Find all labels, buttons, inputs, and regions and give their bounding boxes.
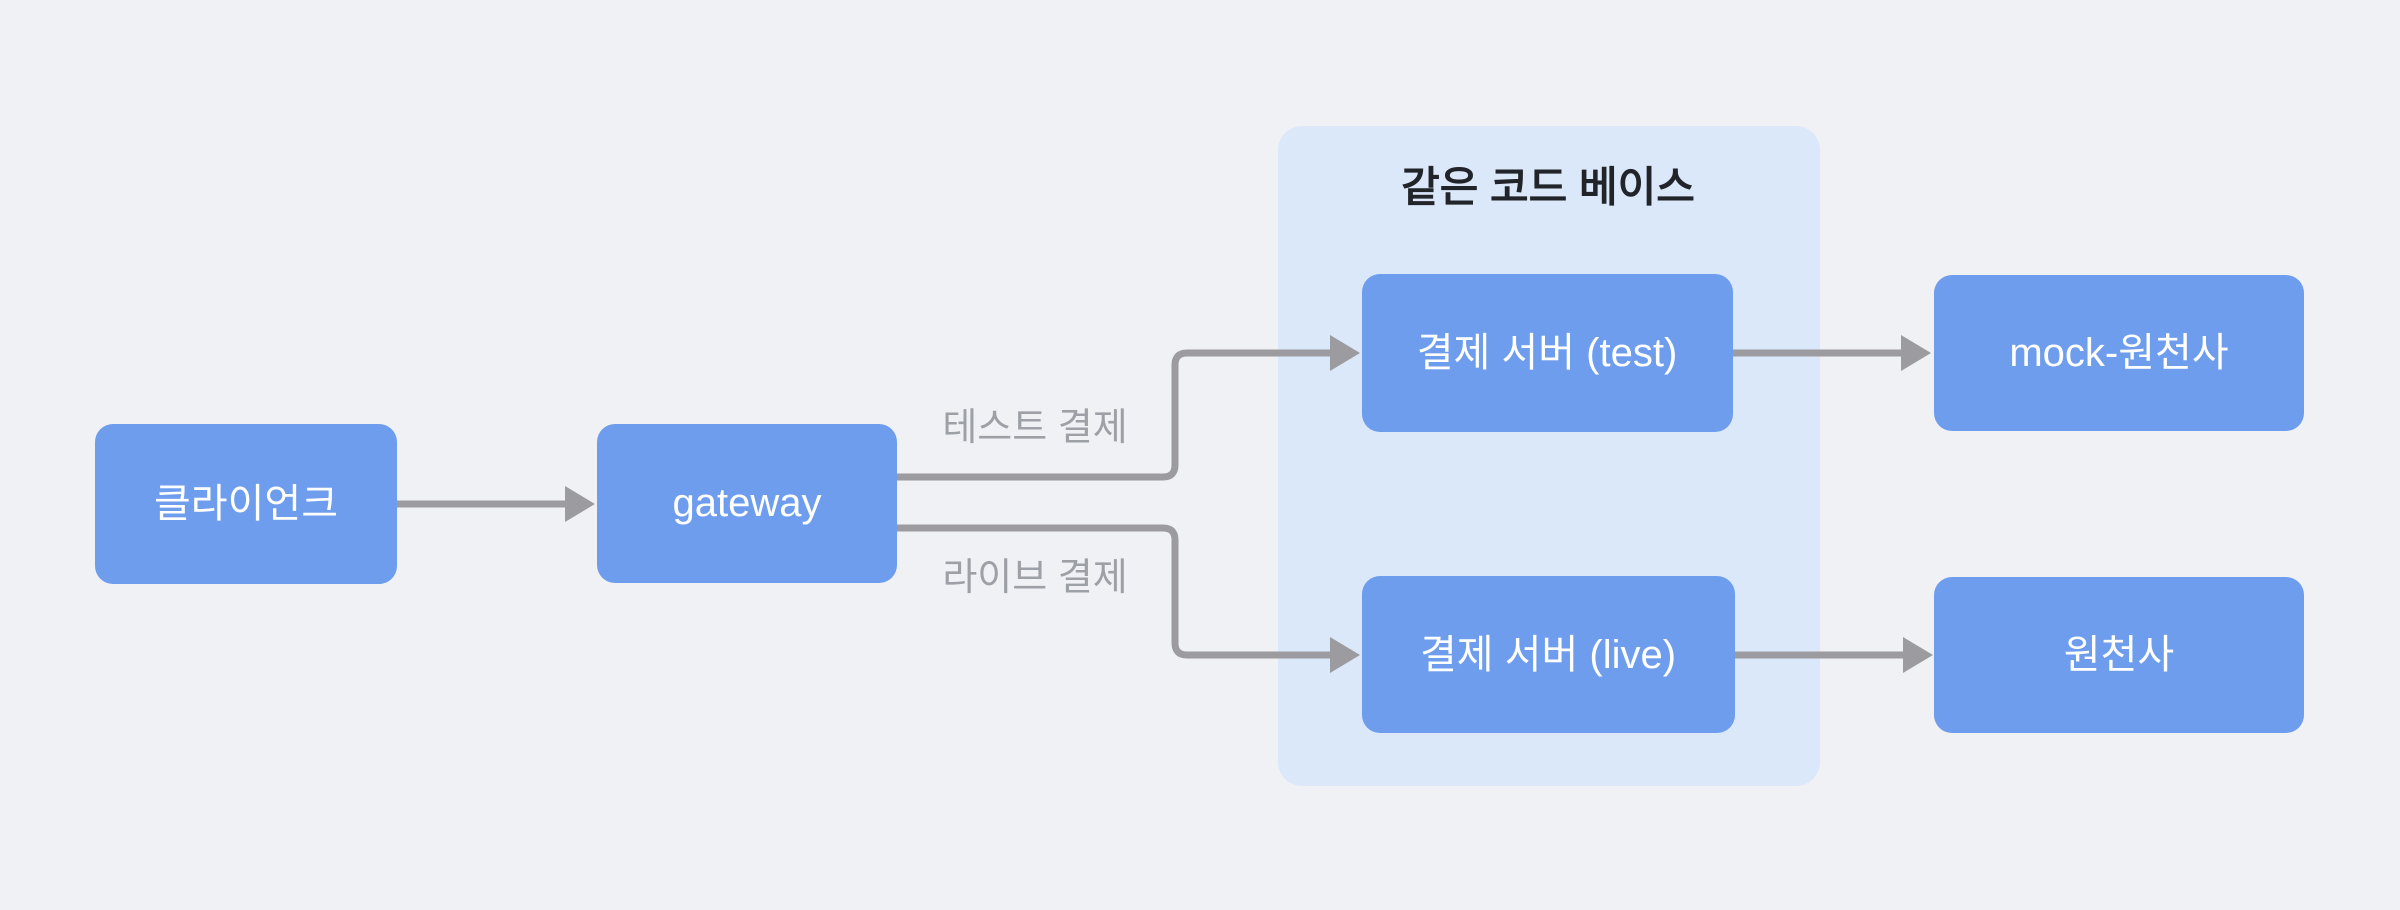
group-same-codebase-title: 같은 코드 베이스 [1401,164,1695,211]
node-mock-provider: mock-원천사 [1934,275,2304,431]
node-client: 클라이언크 [95,424,397,584]
node-mock-provider-box [1934,275,2304,431]
node-payment-server-test: 결제 서버 (test) [1362,274,1733,432]
node-payment-server-live: 결제 서버 (live) [1362,576,1735,733]
node-mock-provider-label: mock-원천사 [2009,331,2228,375]
edge-gateway-live: 라이브 결제 [897,524,1360,673]
edge-label-test-payment: 테스트 결제 [942,407,1127,449]
edge-live-provider [1735,637,1933,673]
edge-gateway-live-line [897,524,1330,659]
edge-client-gateway [397,486,595,522]
edge-gateway-test: 테스트 결제 [897,335,1360,481]
node-provider-label: 원천사 [2064,633,2174,677]
edge-label-live-payment: 라이브 결제 [942,557,1127,599]
node-client-box [95,424,397,584]
edge-gateway-test-line [897,349,1330,481]
node-provider-box [1934,577,2304,733]
node-gateway-box [597,424,897,583]
node-gateway: gateway [597,424,897,583]
node-payment-server-live-box [1362,576,1735,733]
edge-test-mock-provider [1733,335,1931,371]
node-client-label: 클라이언크 [154,482,338,526]
edge-gateway-live-arrowhead-icon [1330,637,1360,673]
edge-live-provider-arrowhead-icon [1903,637,1933,673]
edge-gateway-test-arrowhead-icon [1330,335,1360,371]
node-provider: 원천사 [1934,577,2304,733]
node-payment-server-test-box [1362,274,1733,432]
edge-client-gateway-arrowhead-icon [565,486,595,522]
node-gateway-label: gateway [673,481,822,525]
edge-test-mock-provider-arrowhead-icon [1901,335,1931,371]
node-payment-server-test-label: 결제 서버 (test) [1417,331,1678,375]
node-payment-server-live-label: 결제 서버 (live) [1420,633,1676,677]
